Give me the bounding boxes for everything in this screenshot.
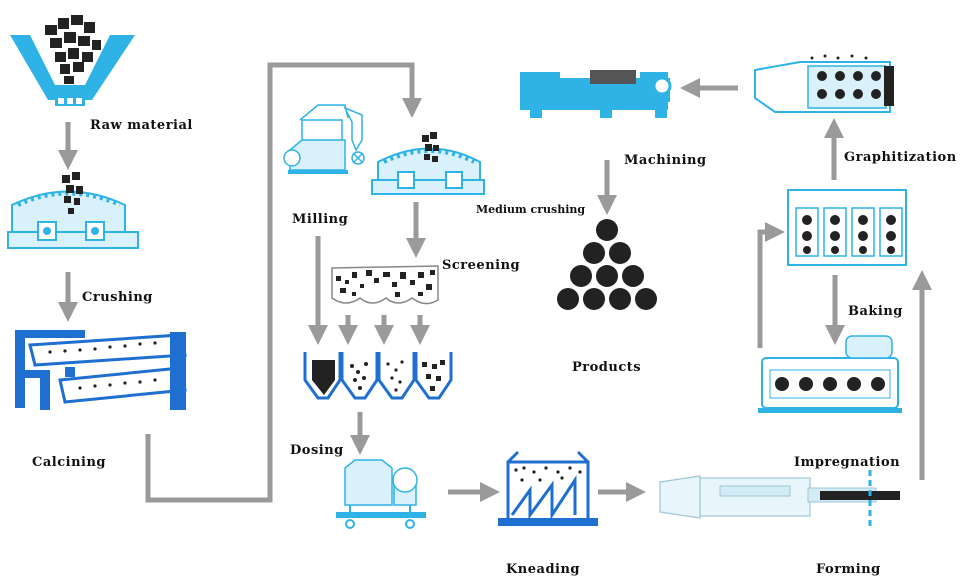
- kneader-icon: [498, 450, 598, 526]
- label-baking: Baking: [848, 304, 903, 319]
- medium-crusher-icon: [371, 132, 485, 195]
- hopper-icon: [10, 15, 135, 106]
- label-impregnation: Impregnation: [794, 455, 901, 470]
- crusher-icon: [7, 172, 139, 249]
- mixer-icon: [336, 459, 426, 529]
- lathe-icon: [520, 70, 672, 118]
- calciner-icon: [15, 330, 187, 410]
- dosing-bins-icon: [303, 352, 453, 400]
- label-screening: Screening: [442, 258, 521, 273]
- label-graphitization: Graphitization: [844, 150, 957, 165]
- baking-furnace-icon: [787, 189, 907, 266]
- label-dosing: Dosing: [290, 443, 344, 458]
- arrow-impregnation-to-baking: [757, 222, 785, 348]
- flow-arrows: [58, 62, 932, 503]
- label-kneading: Kneading: [506, 562, 581, 577]
- products-stack-icon: [557, 219, 657, 310]
- label-products: Products: [572, 360, 642, 375]
- label-forming: Forming: [816, 562, 881, 577]
- label-medium-crushing: Medium crushing: [476, 203, 586, 216]
- label-raw-material: Raw material: [90, 118, 193, 133]
- label-machining: Machining: [624, 153, 707, 168]
- label-crushing: Crushing: [82, 290, 153, 305]
- arrow-calcining-to-medium-crushing: [145, 62, 422, 503]
- screen-icon: [331, 265, 439, 305]
- extruder-icon: [659, 470, 900, 530]
- label-calcining: Calcining: [32, 455, 106, 470]
- graphitization-furnace-icon: [754, 54, 894, 113]
- mill-icon: [283, 104, 365, 174]
- impregnation-tank-icon: [758, 335, 902, 413]
- label-milling: Milling: [292, 212, 349, 227]
